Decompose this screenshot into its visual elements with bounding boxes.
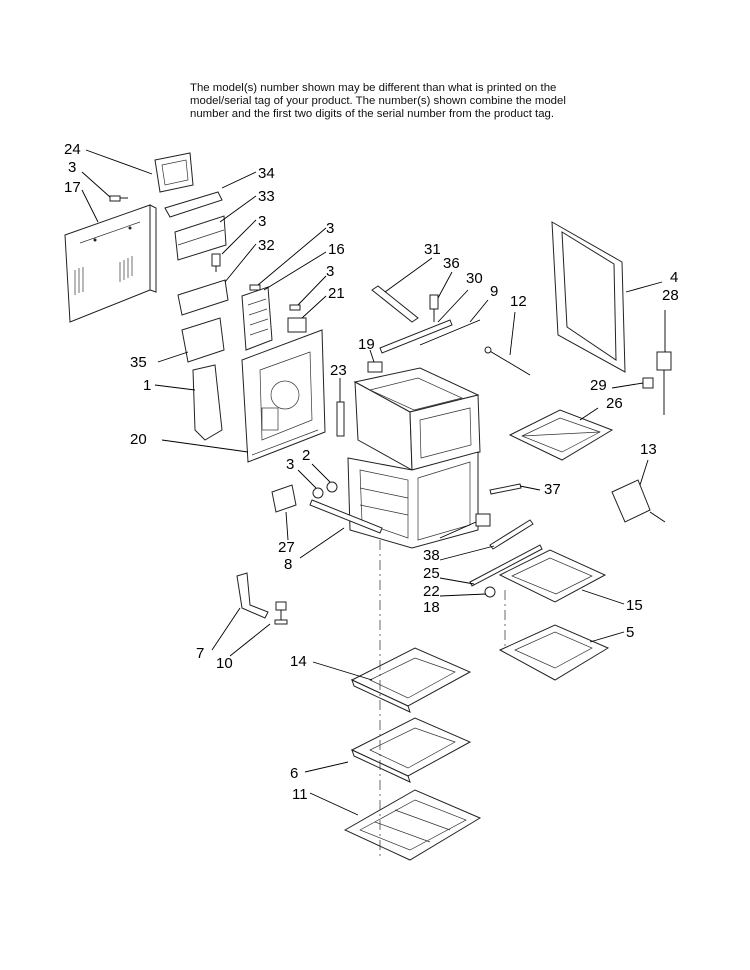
bottom-tray bbox=[498, 624, 610, 681]
callout: 9 bbox=[490, 283, 498, 300]
upper-oven-cavity bbox=[353, 367, 481, 471]
light-socket bbox=[642, 377, 654, 389]
rear-cover-panel bbox=[64, 204, 157, 323]
vent-cover bbox=[154, 152, 194, 193]
callout: 11 bbox=[292, 786, 308, 803]
callout: 3 bbox=[326, 220, 334, 237]
callout: 13 bbox=[640, 441, 657, 458]
upper-drip-tray bbox=[508, 409, 614, 461]
callout: 34 bbox=[258, 165, 275, 182]
lower-drip-tray bbox=[498, 549, 607, 603]
callout: 32 bbox=[258, 237, 275, 254]
callout: 20 bbox=[130, 431, 147, 448]
top-trim bbox=[371, 285, 419, 323]
callout: 6 bbox=[290, 765, 298, 782]
callout: 14 bbox=[290, 653, 307, 670]
callout: 36 bbox=[443, 255, 460, 272]
note-line-3: number and the first two digits of the s… bbox=[190, 108, 555, 120]
small-bracket bbox=[336, 401, 345, 437]
callout: 3 bbox=[286, 456, 294, 473]
callout: 30 bbox=[466, 270, 483, 287]
leveling-leg bbox=[274, 601, 288, 625]
callout: 24 bbox=[64, 141, 81, 158]
screw-front bbox=[326, 481, 338, 493]
callout: 8 bbox=[284, 556, 292, 573]
rear-bracket bbox=[287, 317, 307, 333]
callout: 35 bbox=[130, 354, 147, 371]
callout: 4 bbox=[670, 269, 678, 286]
lower-oven-cavity bbox=[347, 451, 479, 549]
block bbox=[475, 513, 491, 527]
callout: 33 bbox=[258, 188, 275, 205]
sensor bbox=[367, 361, 383, 373]
callout: 29 bbox=[590, 377, 607, 394]
screw-front-2 bbox=[312, 487, 324, 499]
callout: 5 bbox=[626, 624, 634, 641]
callout: 2 bbox=[302, 447, 310, 464]
air-chute bbox=[192, 364, 223, 441]
callout: 23 bbox=[330, 362, 347, 379]
duct-top bbox=[164, 191, 223, 218]
note-line-2: model/serial tag of your product. The nu… bbox=[190, 95, 566, 107]
callout: 7 bbox=[196, 645, 204, 662]
connector bbox=[656, 351, 672, 415]
screw-duct bbox=[211, 253, 221, 272]
knob bbox=[484, 586, 496, 598]
duct-bracket bbox=[177, 279, 229, 316]
base-plate bbox=[350, 647, 472, 713]
side-bracket bbox=[271, 484, 297, 513]
wire-harness bbox=[484, 346, 531, 376]
callout: 31 bbox=[424, 241, 441, 258]
callout: 10 bbox=[216, 655, 233, 672]
control-rail bbox=[379, 319, 453, 354]
callout: 19 bbox=[358, 336, 375, 353]
note-line-1: The model(s) number shown may be differe… bbox=[190, 82, 557, 94]
callout: 16 bbox=[328, 241, 345, 258]
slide-rail bbox=[489, 519, 534, 550]
callout: 3 bbox=[68, 159, 76, 176]
callout: 3 bbox=[326, 263, 334, 280]
screw-rear bbox=[289, 304, 301, 311]
base-plate-middle bbox=[350, 717, 472, 783]
base-frame bbox=[343, 789, 482, 861]
callout: 1 bbox=[143, 377, 151, 394]
callout: 37 bbox=[544, 481, 561, 498]
trim-strip bbox=[309, 499, 383, 534]
seal-strip bbox=[489, 483, 522, 495]
screw-upper-left bbox=[109, 195, 128, 202]
hinge-bracket bbox=[611, 479, 666, 523]
door-gasket bbox=[551, 221, 626, 373]
duct bbox=[174, 215, 227, 261]
callout: 17 bbox=[64, 179, 81, 196]
callout: 18 bbox=[423, 599, 440, 616]
duct-lower bbox=[181, 317, 225, 363]
rod bbox=[419, 319, 481, 346]
control-part bbox=[429, 294, 439, 322]
leveling-bracket bbox=[236, 572, 269, 619]
oven-rear-panel bbox=[241, 329, 326, 463]
leader-lines bbox=[81, 149, 666, 816]
callout: 22 bbox=[423, 583, 440, 600]
callout-labels: 24 3 17 34 33 3 32 3 16 3 21 35 1 20 19 … bbox=[64, 141, 679, 803]
callout: 15 bbox=[626, 597, 643, 614]
callout: 3 bbox=[258, 213, 266, 230]
callout: 38 bbox=[423, 547, 440, 564]
screw-filter bbox=[249, 284, 261, 291]
slide-rail-lower bbox=[469, 544, 543, 587]
callout: 25 bbox=[423, 565, 440, 582]
callout: 12 bbox=[510, 293, 527, 310]
callout: 21 bbox=[328, 285, 345, 302]
callout: 27 bbox=[278, 539, 295, 556]
filter-panel bbox=[241, 286, 273, 351]
model-number-note: The model(s) number shown may be differe… bbox=[190, 82, 590, 121]
callout: 26 bbox=[606, 395, 623, 412]
callout: 28 bbox=[662, 287, 679, 304]
